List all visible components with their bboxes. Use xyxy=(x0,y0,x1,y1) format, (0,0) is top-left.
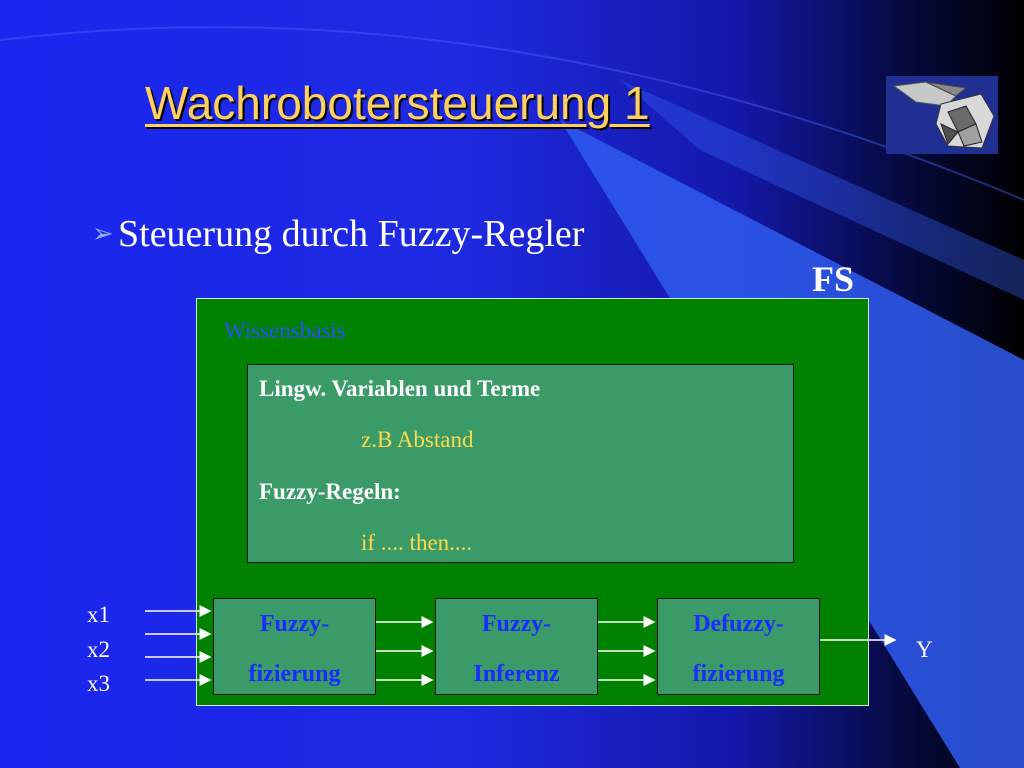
inference-line2: Inferenz xyxy=(473,661,560,687)
input-x3: x3 xyxy=(87,671,110,696)
defuzzification-line2: fizierung xyxy=(692,661,785,687)
output-y: Y xyxy=(916,637,933,662)
input-x2: x2 xyxy=(87,637,110,662)
inference-block: Fuzzy- Inferenz xyxy=(435,598,598,695)
fuzzification-line2: fizierung xyxy=(248,661,341,687)
input-x1: x1 xyxy=(87,602,110,627)
bullet-text: Steuerung durch Fuzzy-Regler xyxy=(118,213,585,255)
robot-logo-icon xyxy=(892,81,995,149)
bullet-point: ➢Steuerung durch Fuzzy-Regler xyxy=(92,212,584,256)
rule-example: if .... then.... xyxy=(361,530,473,555)
inference-line1: Fuzzy- xyxy=(481,611,552,637)
defuzzification-line1: Defuzzy- xyxy=(693,611,784,637)
fuzzy-system-label: FS xyxy=(812,259,855,299)
linguistic-variables-label: Lingw. Variablen und Terme xyxy=(259,376,541,401)
fuzzification-block: Fuzzy- fizierung xyxy=(213,598,376,695)
fuzzification-line1: Fuzzy- xyxy=(259,611,330,637)
robot-logo xyxy=(886,76,998,154)
arrow-bullet-icon: ➢ xyxy=(92,219,114,248)
fuzzy-rules-label: Fuzzy-Regeln: xyxy=(259,479,401,504)
example-variable: z.B Abstand xyxy=(361,427,474,452)
knowledge-base-label: Wissensbasis xyxy=(224,318,346,343)
defuzzification-block: Defuzzy- fizierung xyxy=(657,598,820,695)
slide-title: Wachrobotersteuerung 1 xyxy=(145,77,650,129)
knowledge-base-box: Lingw. Variablen und Terme z.B Abstand F… xyxy=(247,364,794,563)
